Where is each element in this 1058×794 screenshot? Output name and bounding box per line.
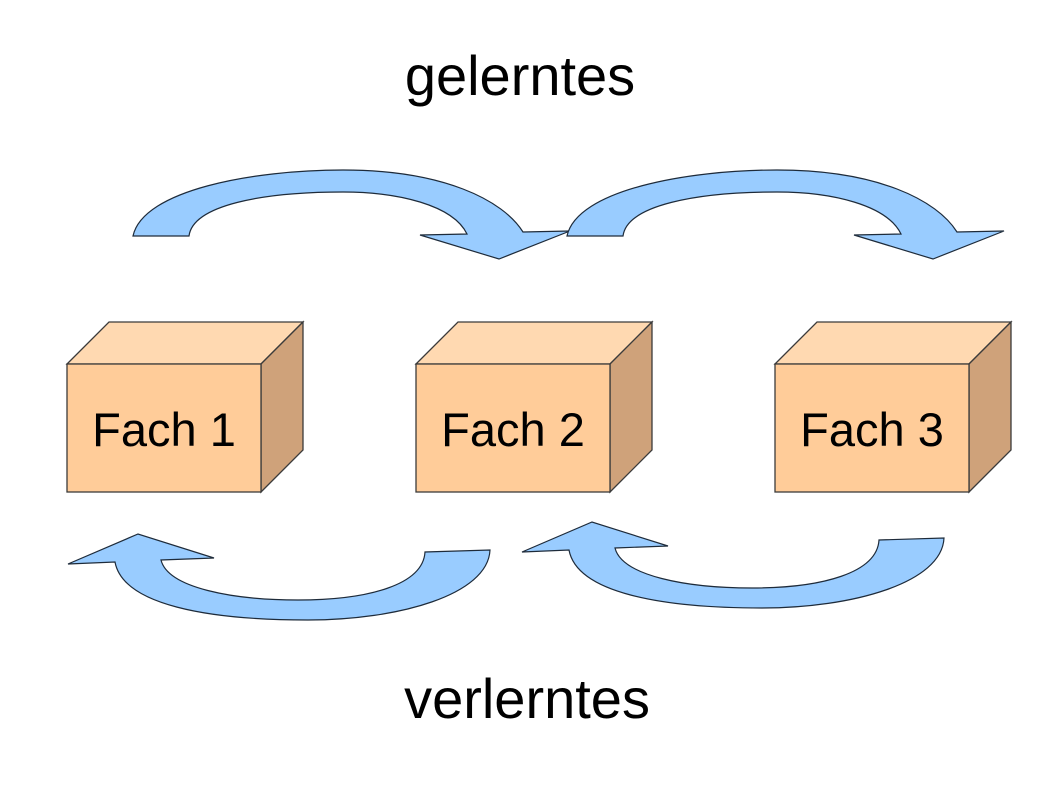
box-fach-3: Fach 3 [773,320,1013,494]
box-fach-2: Fach 2 [414,320,654,494]
arrow-learned-2-to-3 [566,169,1005,260]
title-forgotten: verlerntes [404,667,650,730]
arrow-forgotten-2-to-1 [67,533,491,621]
box-fach-1: Fach 1 [65,320,305,494]
title-learned: gelerntes [405,44,635,107]
box-front-face [774,363,970,493]
box-label: Fach 1 [92,403,236,456]
arrow-learned-1-to-2 [132,169,571,260]
arrow-forgotten-3-to-2 [521,521,945,609]
box-label: Fach 3 [800,403,944,456]
box-label: Fach 2 [441,403,585,456]
box-front-face [415,363,611,493]
arrows-layer [67,169,1005,621]
box-front-face [66,363,262,493]
boxes-layer: Fach 1 Fach 2 Fach 3 [65,320,1013,494]
